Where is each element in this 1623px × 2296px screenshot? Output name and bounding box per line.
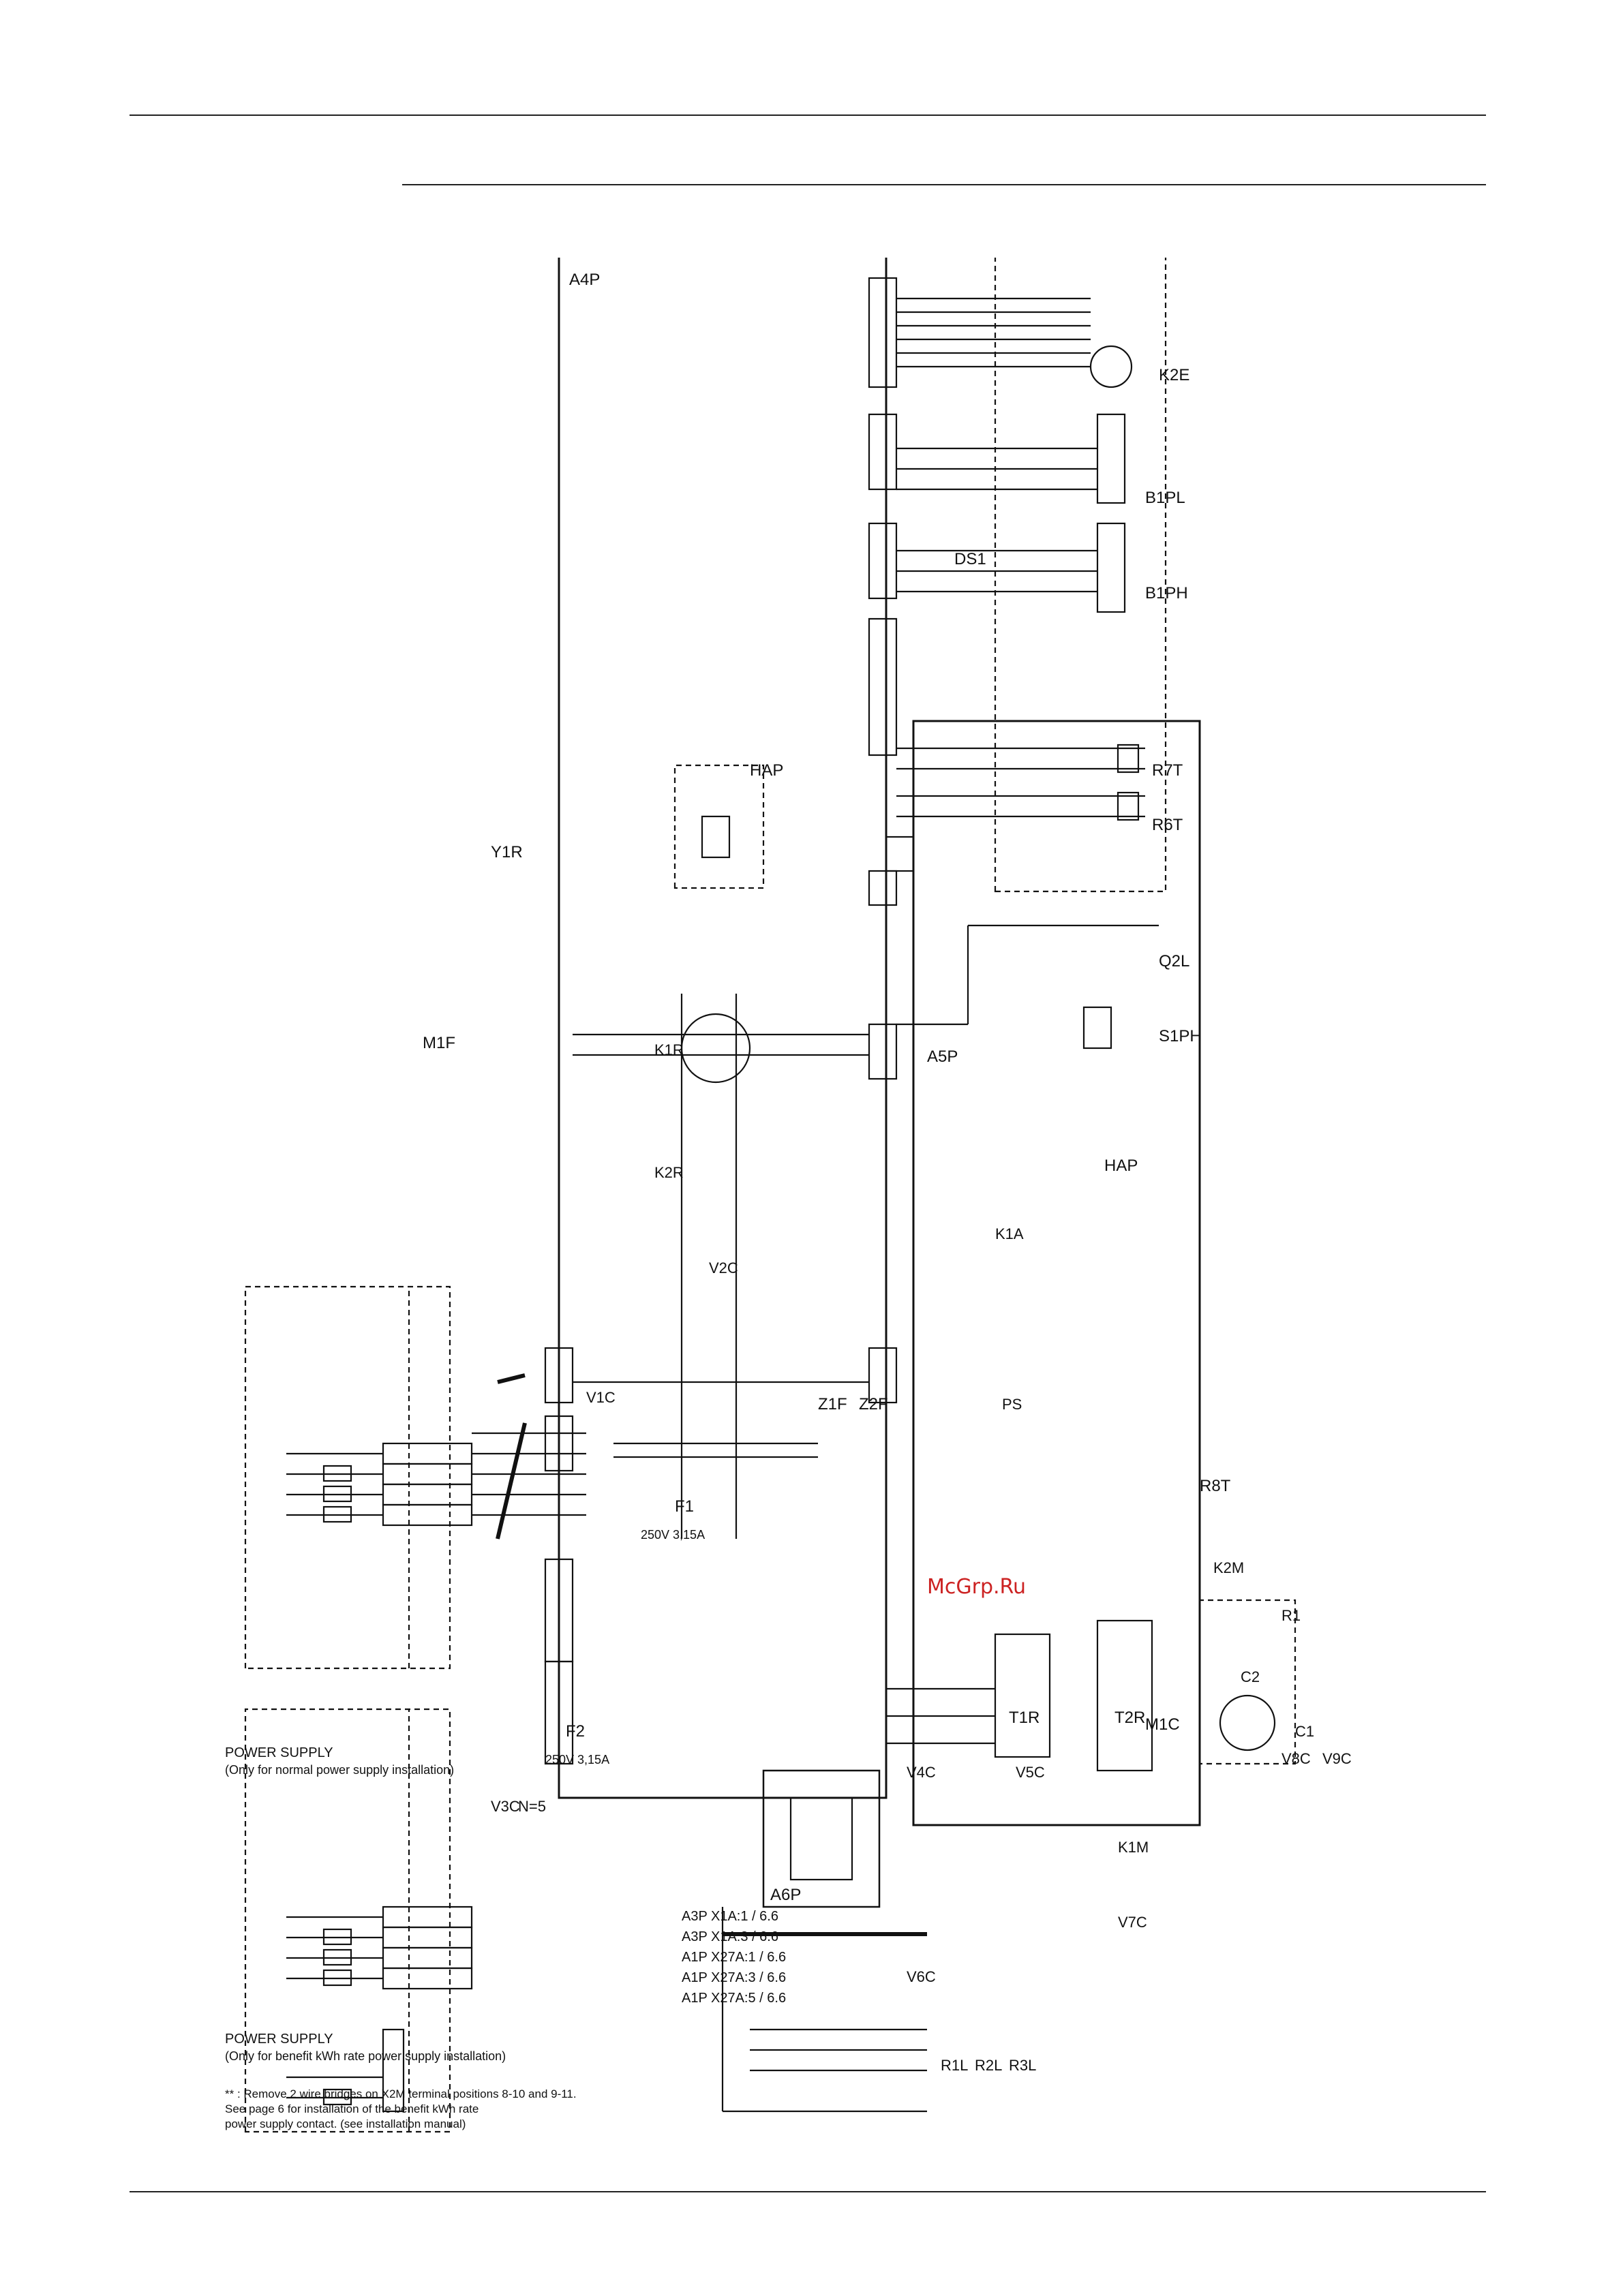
label-f2: F2	[566, 1722, 585, 1741]
board-a4p	[558, 258, 888, 1799]
label-ps-benefit-title: POWER SUPPLY	[225, 2032, 333, 2047]
label-c1: C1	[1295, 1723, 1314, 1740]
reactors	[721, 1907, 927, 2113]
label-v9c: V9C	[1322, 1750, 1352, 1767]
label-a1p-ref-1: A1P X27A:1 / 6.6	[682, 1950, 786, 1965]
breaker-q2di	[286, 2028, 405, 2113]
label-r1: R1	[1281, 1607, 1301, 1624]
k2e-box	[994, 258, 1167, 893]
sensor-wires	[896, 447, 1097, 593]
label-note-2: See page 6 for installation of the benef…	[225, 2102, 479, 2115]
a4p-connectors	[544, 277, 915, 1765]
label-v8c: V8C	[1281, 1750, 1311, 1767]
header-rule-sub	[402, 184, 1486, 185]
label-v3c: V3C	[491, 1798, 520, 1815]
watermark: McGrp.Ru	[927, 1575, 1026, 1599]
wiring-diagram: A4P A5P A6P K2E HAP HAP M1F Y1R M1C T1R …	[225, 258, 1352, 2133]
label-k2e: K2E	[1159, 366, 1189, 384]
compressor-m1c	[1219, 1694, 1276, 1751]
label-a1p-ref-5: A1P X27A:5 / 6.6	[682, 1991, 786, 2006]
fan-motor-k2e	[1089, 345, 1133, 388]
label-b1ph: B1PH	[1145, 584, 1188, 602]
label-k1r: K1R	[654, 1041, 684, 1058]
label-q2l: Q2L	[1159, 952, 1189, 970]
label-r7t: R7T	[1152, 761, 1183, 780]
label-t1r: T1R	[1009, 1709, 1040, 1727]
label-v7c: V7C	[1118, 1914, 1147, 1931]
label-k1m: K1M	[1118, 1839, 1149, 1856]
label-k1a: K1A	[995, 1225, 1024, 1242]
label-t2r: T2R	[1114, 1709, 1145, 1727]
label-m1c: M1C	[1145, 1715, 1180, 1734]
label-ps: PS	[1002, 1396, 1022, 1413]
board-a6p	[762, 1769, 881, 1908]
label-r1l: R1L	[941, 2057, 968, 2074]
label-v2c: V2C	[709, 1259, 738, 1276]
header-rule-top	[130, 114, 1486, 116]
label-f2-rating: 250V 3,15A	[545, 1753, 609, 1766]
label-m1f: M1F	[423, 1034, 455, 1052]
label-k2r: K2R	[654, 1164, 684, 1181]
sensor-b1pl	[1096, 413, 1126, 504]
label-s1ph: S1PH	[1159, 1027, 1202, 1045]
thermistor-r7t	[896, 744, 1145, 774]
internal-wiring	[573, 994, 995, 1745]
label-note-1: ** : Remove 2 wire bridges on X2M termin…	[225, 2087, 577, 2100]
label-a4p: A4P	[569, 271, 600, 289]
label-r6t: R6T	[1152, 816, 1183, 834]
x1m-terminal-normal	[382, 1442, 473, 1527]
label-a3p-ref-1: A3P X1A:1 / 6.6	[682, 1909, 778, 1924]
label-a6p: A6P	[770, 1886, 801, 1904]
label-ps-normal-subtitle: (Only for normal power supply installati…	[225, 1763, 454, 1777]
footer-rule	[130, 2191, 1486, 2192]
label-c2: C2	[1241, 1668, 1260, 1685]
label-y1r: Y1R	[491, 843, 523, 861]
breaker-q1di-normal	[286, 1452, 383, 1523]
label-z1f: Z1F	[818, 1395, 847, 1413]
label-v4c: V4C	[907, 1764, 936, 1781]
fan-motor-m1f	[680, 1013, 751, 1084]
power-supply-normal-box	[244, 1285, 451, 1670]
label-ps-normal-title: POWER SUPPLY	[225, 1745, 333, 1760]
label-r2l: R2L	[975, 2057, 1002, 2074]
sensor-b1ph	[1096, 522, 1126, 613]
label-v6c: V6C	[907, 1968, 936, 1985]
label-r3l: R3L	[1009, 2057, 1036, 2074]
pressure-switch-s1ph	[1082, 1006, 1112, 1050]
label-f1-rating: 250V 3,15A	[641, 1528, 705, 1542]
label-ds1: DS1	[954, 550, 986, 568]
label-v1c: V1C	[586, 1389, 616, 1406]
label-hap-a5p: HAP	[1104, 1157, 1138, 1175]
label-note-3: power supply contact. (see installation …	[225, 2117, 466, 2130]
label-z2f: Z2F	[859, 1395, 888, 1413]
label-ps-benefit-subtitle: (Only for benefit kWh rate power supply …	[225, 2049, 506, 2063]
inverter-t1r	[994, 1633, 1051, 1758]
label-k2m: K2M	[1213, 1559, 1244, 1576]
label-b1pl: B1PL	[1145, 489, 1185, 507]
label-hap-a4p: HAP	[750, 761, 783, 780]
valve-y1r	[673, 764, 765, 889]
label-a1p-ref-3: A1P X27A:3 / 6.6	[682, 1970, 786, 1985]
x1m-terminal-benefit	[382, 1905, 473, 1990]
power-supply-benefit-box	[244, 1708, 451, 2133]
board-a5p	[912, 720, 1201, 1826]
breaker-q1di-benefit	[286, 1916, 383, 1987]
label-v3c-n: N=5	[518, 1798, 546, 1815]
label-f1: F1	[675, 1497, 694, 1516]
labels: A4P A5P A6P K2E HAP HAP M1F Y1R M1C T1R …	[225, 271, 1352, 2130]
q2l-wires	[896, 924, 1159, 1026]
inverter-t2r	[1096, 1619, 1153, 1772]
label-a5p: A5P	[927, 1047, 958, 1066]
fan-wires	[896, 297, 1091, 368]
main-cable-bundle	[472, 1373, 586, 1540]
thermistor-r6t	[896, 791, 1145, 821]
label-v5c: V5C	[1016, 1764, 1045, 1781]
label-r8t: R8T	[1200, 1477, 1231, 1495]
label-a3p-ref-3: A3P X1A:3 / 6.6	[682, 1929, 778, 1944]
